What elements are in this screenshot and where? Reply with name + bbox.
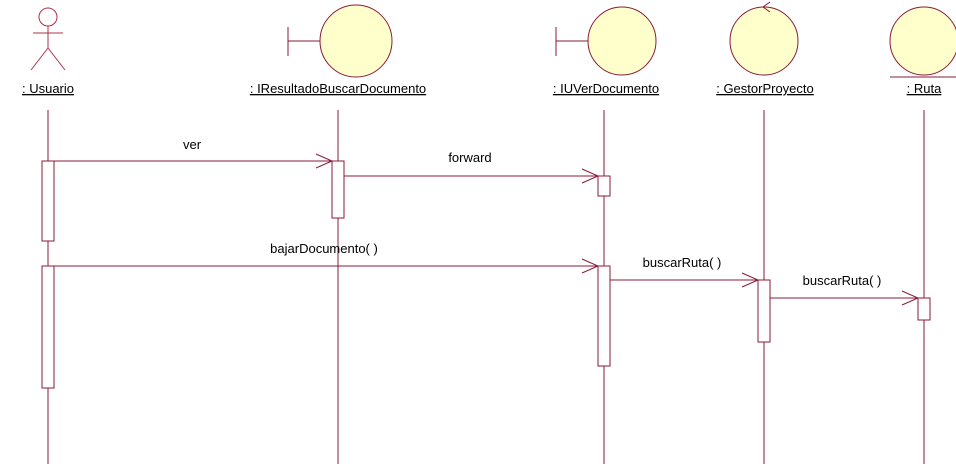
message-label-buscarruta: buscarRuta( ) [803,273,882,288]
message-arrow [770,290,920,306]
message-label-ver: ver [183,137,202,152]
activation-bar [331,160,345,219]
boundary-icon [555,6,657,76]
participant-label-iuver: : IUVerDocumento [553,81,659,96]
activation-bar [597,175,611,197]
message-arrow [54,153,334,169]
actor-icon [30,7,66,71]
message-arrow [54,258,600,274]
boundary-icon [287,4,393,78]
activation-bar [917,297,931,321]
message-label-buscarruta: buscarRuta( ) [643,255,722,270]
participant-label-usuario: : Usuario [22,81,74,96]
message-arrow [610,272,760,288]
participant-label-ruta: : Ruta [907,81,942,96]
activation-bar [757,279,771,343]
participant-label-gestor: : GestorProyecto [716,81,814,96]
message-arrow [344,168,600,184]
participant-label-iresultado: : IResultadoBuscarDocumento [250,81,426,96]
activation-bar [41,160,55,242]
message-label-bajardocumento: bajarDocumento( ) [270,241,378,256]
control-icon [729,1,799,76]
activation-bar [597,265,611,367]
message-label-forward: forward [448,150,491,165]
entity-icon [889,6,956,78]
activation-bar [41,265,55,389]
